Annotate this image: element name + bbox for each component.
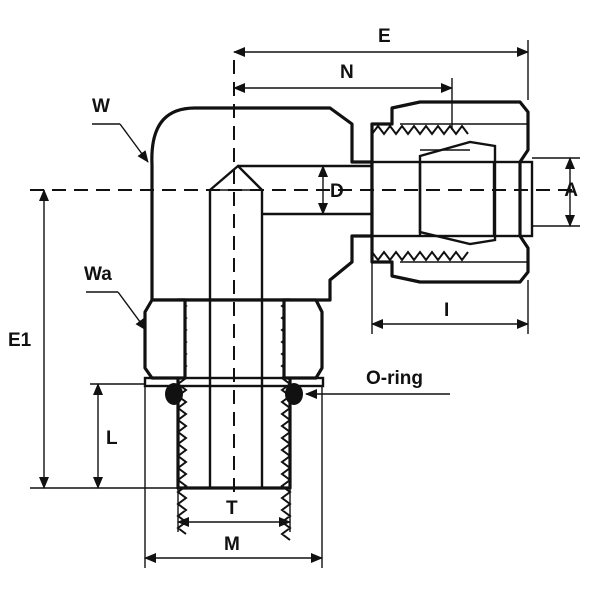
- dimension-E1: [30, 189, 178, 489]
- label-N: N: [340, 62, 354, 83]
- leader-Wa: [86, 291, 147, 331]
- dimension-I: [371, 262, 529, 334]
- label-T: T: [226, 498, 238, 519]
- centerlines: [30, 60, 580, 500]
- label-E: E: [378, 26, 391, 47]
- leader-W: [92, 123, 149, 163]
- label-Wa: Wa: [84, 264, 112, 285]
- label-D: D: [330, 181, 344, 202]
- washer: [143, 376, 325, 405]
- label-L: L: [106, 428, 118, 449]
- horizontal-bore: [238, 164, 372, 216]
- label-M: M: [224, 534, 240, 555]
- label-W: W: [92, 96, 110, 117]
- dimension-L: [90, 383, 145, 489]
- compression-nut: [370, 100, 530, 284]
- dimension-E: [233, 40, 529, 100]
- label-I: I: [444, 300, 449, 321]
- locknut: [143, 298, 324, 380]
- dimension-M: [144, 386, 323, 568]
- label-O-ring: O-ring: [366, 368, 423, 389]
- dimension-A: [532, 157, 580, 227]
- label-E1: E1: [8, 330, 32, 351]
- tube: [370, 160, 534, 238]
- dimension-T: [177, 488, 291, 532]
- label-A: A: [564, 180, 578, 201]
- dimension-N: [233, 78, 453, 130]
